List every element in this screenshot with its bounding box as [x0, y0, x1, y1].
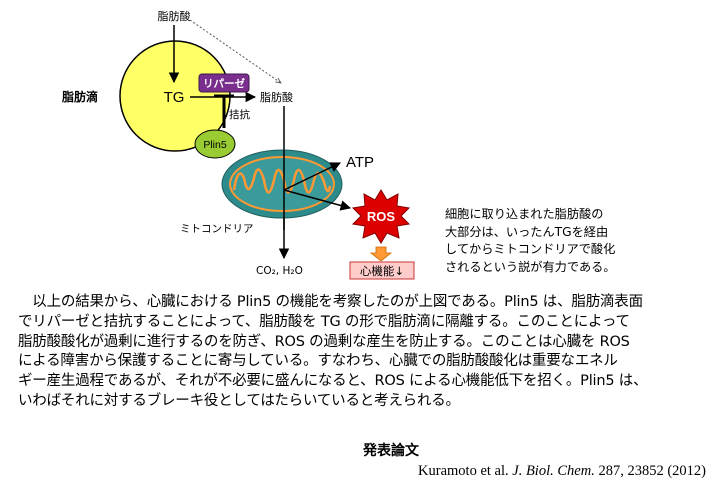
- atp-arrow: [283, 162, 341, 191]
- paragraph-line: ギー産生過程であるが、それが不必要に盛んになると、ROS による心機能低下を招く…: [18, 373, 648, 390]
- lipase-label: リパーゼ: [203, 77, 245, 90]
- cardiac-function-box: [349, 261, 415, 280]
- ros-arrow: [283, 189, 352, 211]
- tg-label: TG: [164, 89, 185, 106]
- section-title: 発表論文: [363, 443, 419, 459]
- mitochondria-label: ミトコンドリア: [180, 223, 254, 235]
- citation-authors: Kuramoto et al.: [418, 463, 509, 479]
- fatty-acid-top-label: 脂肪酸: [158, 9, 191, 23]
- plin5-ellipse: [194, 129, 236, 159]
- ros-down-arrow: [369, 246, 393, 262]
- ros-label: ROS: [367, 209, 396, 224]
- body-paragraph: 以上の結果から、心臓における Plin5 の機能を考察したのが上図である。Pli…: [18, 293, 708, 412]
- cardiac-function-label: 心機能↓: [360, 264, 404, 278]
- plin5-label: Plin5: [203, 139, 227, 151]
- note-line: 大部分は、いったんTGを経由: [445, 224, 609, 239]
- paragraph-line: でリパーゼと拮抗することによって、脂肪酸を TG の形で脂肪滴に隔離する。このこ…: [18, 313, 630, 330]
- paragraph-line: いわばそれに対するブレーキ役としてはたらいていると考えられる。: [18, 392, 460, 409]
- paragraph-line: 脂肪酸酸化が過剰に進行するのを防ぎ、ROS の過剰な産生を防止する。このことは心…: [18, 333, 630, 350]
- citation-details: 287, 23852 (2012): [598, 463, 706, 479]
- co2-h2o-label: CO₂, H₂O: [256, 265, 303, 277]
- citation-journal: J. Biol. Chem.: [512, 463, 595, 479]
- paragraph-line: 以上の結果から、心臓における Plin5 の機能を考察したのが上図である。Pli…: [18, 294, 643, 310]
- note-line: されるという説が有力である。: [445, 259, 616, 274]
- note-line: 細胞に取り込まれた脂肪酸の: [445, 207, 604, 221]
- fatty-acid-right-label: 脂肪酸: [260, 90, 293, 104]
- antagonize-label: 拮抗: [229, 108, 250, 121]
- lipid-droplet-label: 脂肪滴: [61, 89, 98, 104]
- note-line: してからミトコンドリアで酸化: [445, 242, 616, 256]
- lipase-box: [198, 73, 250, 93]
- paragraph-line: による障害から保護することに寄与している。すなわち、心臓での脂肪酸酸化は重要なエ…: [18, 353, 618, 370]
- citation: Kuramoto et al. J. Biol. Chem. 287, 2385…: [418, 463, 706, 480]
- ros-starburst: [351, 189, 411, 244]
- fatty-acid-dashed-arrow: [189, 19, 281, 83]
- figure-note: 細胞に取り込まれた脂肪酸の 大部分は、いったんTGを経由 してからミトコンドリア…: [445, 206, 616, 276]
- atp-label: ATP: [346, 154, 374, 171]
- plin5-mechanism-diagram: 脂肪酸 脂肪滴 TG リパーゼ 脂肪酸 拮抗 Plin5 ATP ROS 心機能…: [61, 9, 415, 280]
